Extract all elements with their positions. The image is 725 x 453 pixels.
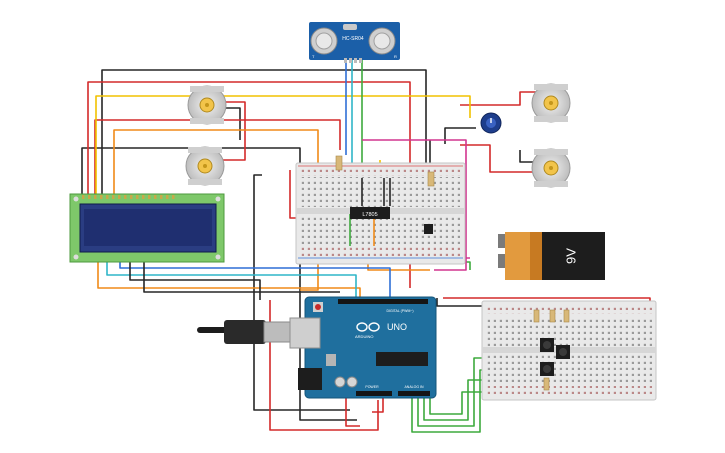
wire-orange <box>97 262 361 300</box>
arduino-model: UNO <box>387 322 407 332</box>
wire-black <box>129 262 261 300</box>
usb-port <box>289 317 321 349</box>
lcd-screen <box>84 209 212 246</box>
regulator-label: L7805 <box>362 212 377 218</box>
ultrasonic-sensor: HC-SR04 T R <box>309 22 400 63</box>
push-button <box>540 338 554 352</box>
wire-red <box>372 398 384 413</box>
lcd-display <box>69 193 225 263</box>
power-jack <box>298 368 322 390</box>
dc-motor <box>531 148 571 188</box>
wire-red <box>269 300 379 431</box>
usb-cable <box>197 320 295 344</box>
wire-black <box>81 147 357 421</box>
dc-motor <box>187 85 227 125</box>
sensor-tag-t: T <box>312 54 315 59</box>
arduino-uno: DIGITAL (PWM~) UNO ARDUINO POWER ANALOG … <box>289 296 437 399</box>
digital-header-label: DIGITAL (PWM~) <box>386 309 413 313</box>
wire-red <box>460 144 536 173</box>
wire-cyan <box>106 262 357 300</box>
power-header-label: POWER <box>365 385 379 389</box>
digital-header <box>338 299 428 304</box>
potentiometer <box>480 112 502 134</box>
analog-header-label: ANALOG IN <box>404 385 424 389</box>
push-button <box>540 362 554 376</box>
resistor <box>335 155 343 171</box>
microcontroller <box>376 352 428 366</box>
analog-header <box>398 391 430 396</box>
lcd-pin-header <box>82 195 175 199</box>
wire-magenta <box>362 139 467 271</box>
resistor <box>549 309 556 323</box>
wire-black <box>436 298 482 307</box>
power-header <box>356 391 392 396</box>
arduino-logo <box>356 322 380 332</box>
resistor <box>563 309 570 323</box>
battery-label: 9V <box>563 248 578 264</box>
voltage-regulator: L7805 <box>350 207 390 219</box>
wire-blue <box>119 262 391 300</box>
arduino-brand: ARDUINO <box>355 334 373 339</box>
wire-black <box>519 150 534 163</box>
sensor-tag-r: R <box>394 54 397 59</box>
capacitor <box>424 224 433 234</box>
wire-red <box>460 91 540 106</box>
dc-motor <box>185 146 225 186</box>
wire-red <box>220 101 246 161</box>
resistor <box>533 309 540 323</box>
wire-orange <box>113 129 319 291</box>
resistor <box>543 377 550 391</box>
resistor <box>427 171 435 187</box>
push-button <box>556 345 570 359</box>
sensor-model-label: HC-SR04 <box>342 36 364 42</box>
breadboard-secondary <box>481 300 657 401</box>
wire-black <box>444 127 476 144</box>
wire-black <box>143 262 340 293</box>
dc-motor <box>531 83 571 123</box>
battery-9v: 9V <box>498 232 605 280</box>
wire-yellow <box>95 95 471 195</box>
wire-black <box>101 69 427 195</box>
